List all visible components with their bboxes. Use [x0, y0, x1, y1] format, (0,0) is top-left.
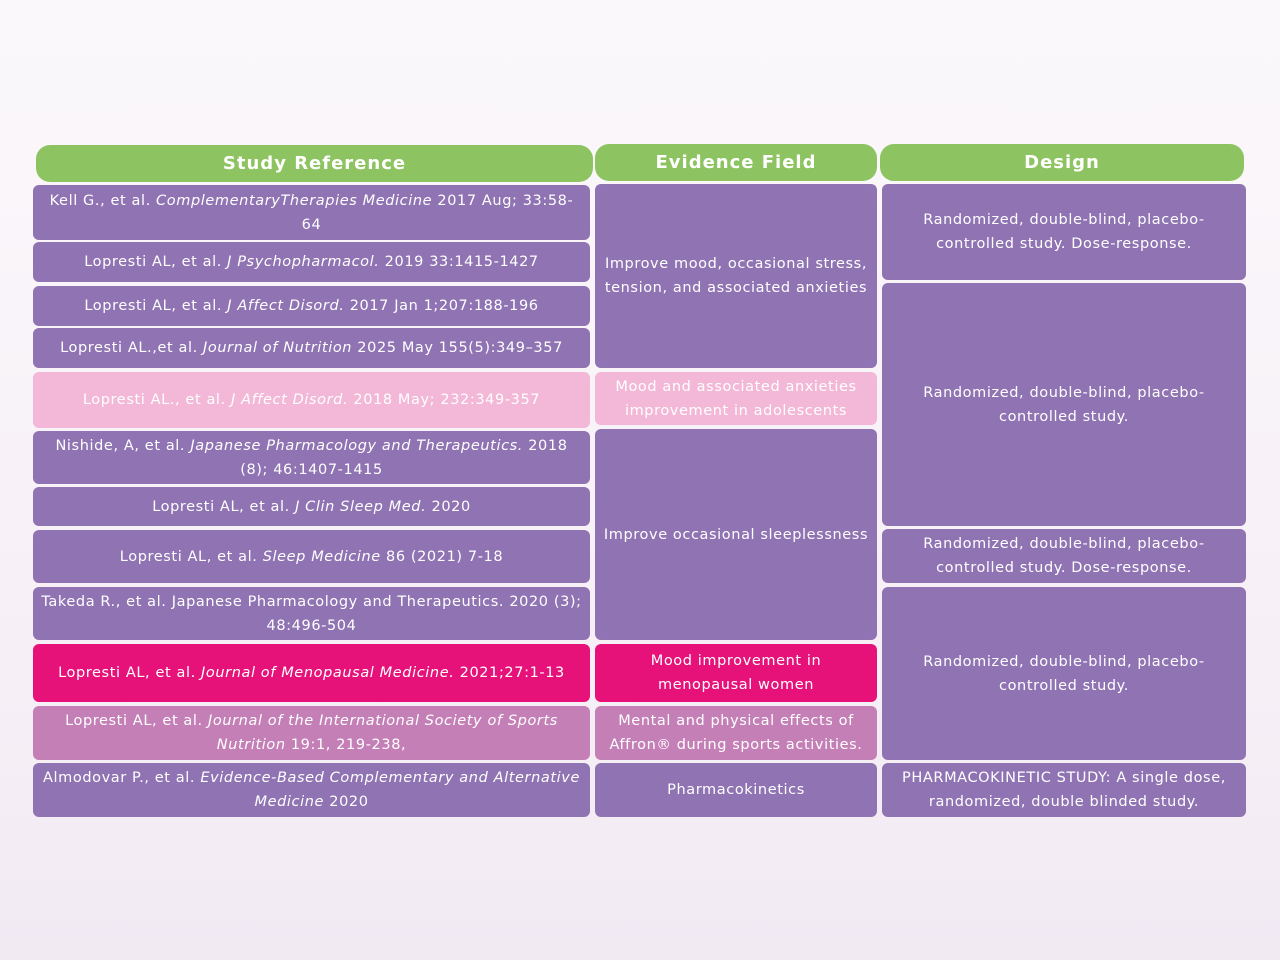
evidence-text: Mood improvement in menopausal women	[650, 653, 822, 693]
reference-cell: Lopresti AL, et al. Sleep Medicine 86 (2…	[33, 530, 590, 583]
reference-journal: J Clin Sleep Med.	[295, 498, 427, 515]
reference-text: Kell G., et al. ComplementaryTherapies M…	[41, 189, 582, 237]
reference-authors: Lopresti AL, et al.	[58, 665, 201, 681]
reference-cell: Lopresti AL, et al. Journal of the Inter…	[33, 706, 590, 760]
reference-journal: Japanese Pharmacology and Therapeutics.	[190, 437, 524, 454]
evidence-text: Pharmacokinetics	[667, 782, 805, 798]
design-cell: Randomized, double-blind, placebo-contro…	[882, 587, 1246, 760]
reference-text: Lopresti AL, et al. J Affect Disord. 201…	[84, 294, 538, 318]
evidence-cell: Pharmacokinetics	[595, 763, 877, 817]
header-evidence-field: Evidence Field	[595, 144, 877, 181]
reference-citation: 2025 May 155(5):349–357	[352, 340, 563, 356]
reference-citation: 2019 33:1415-1427	[379, 254, 539, 270]
reference-cell: Lopresti AL., et al. J Affect Disord. 20…	[33, 372, 590, 428]
reference-cell: Lopresti AL, et al. J Affect Disord. 201…	[33, 286, 590, 326]
reference-authors: Lopresti AL, et al.	[65, 713, 208, 729]
design-text: PHARMACOKINETIC STUDY: A single dose, ra…	[902, 770, 1226, 810]
reference-text: Takeda R., et al. Japanese Pharmacology …	[41, 590, 582, 638]
reference-journal: J Psychopharmacol.	[227, 254, 380, 270]
reference-cell: Lopresti AL, et al. Journal of Menopausa…	[33, 644, 590, 702]
reference-citation: 2020	[324, 794, 369, 810]
design-text: Randomized, double-blind, placebo-contro…	[923, 536, 1205, 576]
reference-text: Lopresti AL., et al. J Affect Disord. 20…	[83, 388, 540, 412]
evidence-cell: Improve mood, occasional stress, tension…	[595, 184, 877, 368]
reference-text: Lopresti AL.,et al. Journal of Nutrition…	[60, 336, 563, 360]
reference-citation: 86 (2021) 7-18	[380, 548, 504, 565]
reference-cell: Kell G., et al. ComplementaryTherapies M…	[33, 185, 590, 240]
reference-citation: 2017 Aug; 33:58-64	[301, 192, 574, 233]
reference-journal: Evidence-Based Complementary and Alterna…	[200, 770, 580, 810]
reference-authors: Lopresti AL., et al.	[82, 392, 231, 408]
reference-text: Lopresti AL, et al. J Clin Sleep Med. 20…	[152, 495, 471, 519]
evidence-cell: Mental and physical effects of Affron® d…	[595, 706, 877, 760]
reference-journal: Journal of the International Society of …	[207, 713, 558, 753]
reference-cell: Lopresti AL, et al. J Clin Sleep Med. 20…	[33, 487, 590, 526]
reference-citation: 2018 (8); 46:1407-1415	[240, 437, 568, 478]
evidence-text: Mental and physical effects of Affron® d…	[609, 713, 863, 753]
reference-journal: ComplementaryTherapies Medicine	[156, 192, 433, 209]
evidence-cell: Improve occasional sleeplessness	[595, 429, 877, 640]
evidence-cell: Mood and associated anxieties improvemen…	[595, 372, 877, 425]
reference-journal: J Affect Disord.	[227, 298, 345, 314]
reference-authors: Lopresti AL, et al.	[84, 298, 228, 314]
evidence-text: Improve occasional sleeplessness	[603, 526, 869, 543]
reference-text: Lopresti AL, et al. Journal of the Inter…	[41, 709, 582, 757]
header-design: Design	[880, 144, 1244, 181]
reference-text: Lopresti AL, et al. Sleep Medicine 86 (2…	[120, 545, 503, 569]
reference-citation: 19:1, 219-238,	[285, 737, 407, 753]
reference-citation: 2018 May; 232:349-357	[348, 392, 541, 408]
reference-text: Nishide, A, et al. Japanese Pharmacology…	[41, 434, 582, 482]
reference-cell: Lopresti AL.,et al. Journal of Nutrition…	[33, 328, 590, 368]
evidence-text: Improve mood, occasional stress, tension…	[604, 256, 868, 296]
reference-authors: Lopresti AL, et al.	[152, 498, 296, 515]
reference-journal: Journal of Menopausal Medicine.	[201, 665, 455, 681]
design-text: Randomized, double-blind, placebo-contro…	[923, 384, 1205, 425]
reference-authors: Lopresti AL, et al.	[119, 548, 263, 565]
reference-text: Lopresti AL, et al. J Psychopharmacol. 2…	[84, 250, 539, 274]
reference-citation: 2017 Jan 1;207:188-196	[344, 298, 539, 314]
reference-authors: Almodovar P., et al.	[43, 770, 201, 786]
design-cell: Randomized, double-blind, placebo-contro…	[882, 184, 1246, 280]
reference-cell: Takeda R., et al. Japanese Pharmacology …	[33, 587, 590, 640]
design-cell: Randomized, double-blind, placebo-contro…	[882, 529, 1246, 583]
reference-cell: Almodovar P., et al. Evidence-Based Comp…	[33, 763, 590, 817]
reference-journal: Journal of Nutrition	[203, 340, 353, 356]
design-cell: Randomized, double-blind, placebo-contro…	[882, 283, 1246, 526]
reference-authors: Lopresti AL, et al.	[84, 254, 228, 270]
reference-authors: Nishide, A, et al.	[55, 437, 191, 454]
design-cell: PHARMACOKINETIC STUDY: A single dose, ra…	[882, 763, 1246, 817]
header-study-reference: Study Reference	[36, 145, 593, 182]
reference-text: Lopresti AL, et al. Journal of Menopausa…	[58, 661, 565, 685]
reference-authors: Kell G., et al.	[49, 192, 157, 209]
reference-cell: Nishide, A, et al. Japanese Pharmacology…	[33, 431, 590, 484]
reference-authors: Lopresti AL.,et al.	[60, 340, 203, 356]
design-text: Randomized, double-blind, placebo-contro…	[923, 212, 1205, 252]
design-text: Randomized, double-blind, placebo-contro…	[923, 653, 1205, 694]
reference-journal: J Affect Disord.	[230, 392, 349, 408]
reference-citation: 2021;27:1-13	[454, 665, 565, 681]
evidence-text: Mood and associated anxieties improvemen…	[615, 378, 857, 419]
reference-citation: 2020	[426, 498, 471, 515]
reference-text: Almodovar P., et al. Evidence-Based Comp…	[41, 766, 582, 814]
reference-journal: Sleep Medicine	[262, 548, 381, 565]
reference-cell: Lopresti AL, et al. J Psychopharmacol. 2…	[33, 242, 590, 282]
reference-authors: Takeda R., et al. Japanese Pharmacology …	[41, 593, 582, 634]
evidence-cell: Mood improvement in menopausal women	[595, 644, 877, 702]
